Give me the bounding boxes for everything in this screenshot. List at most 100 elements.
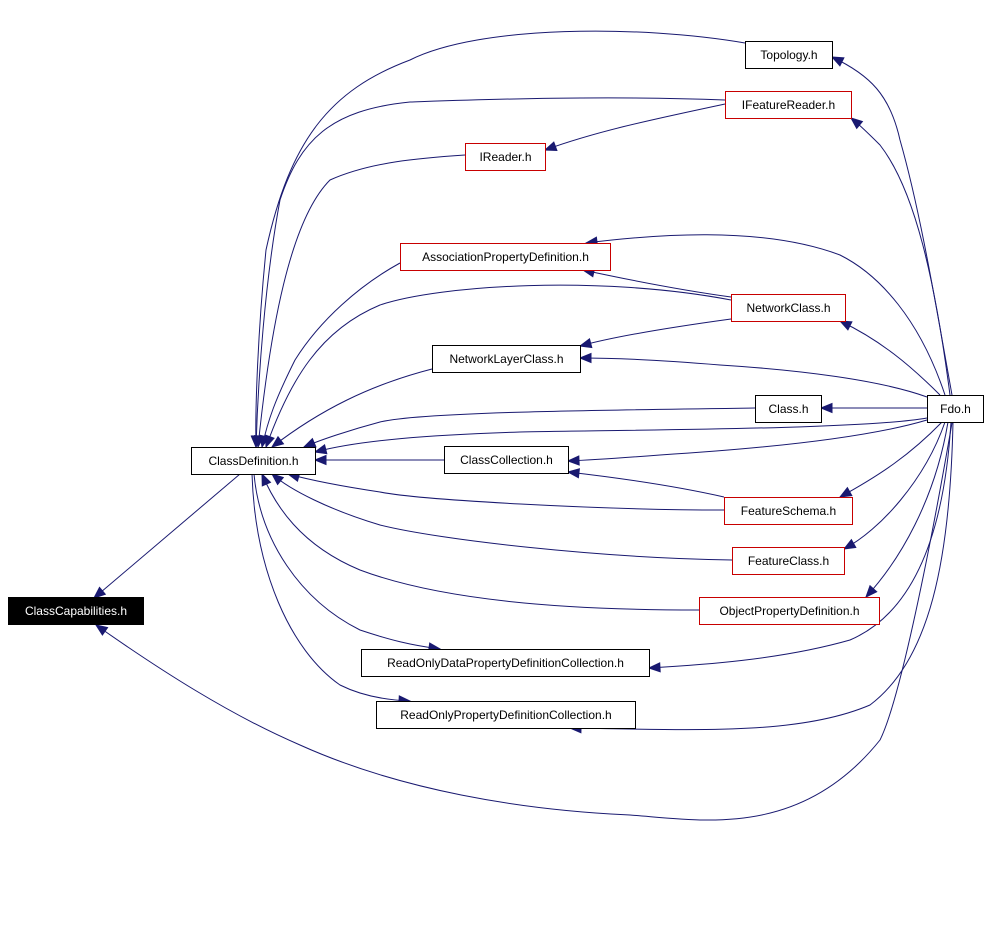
- node-label: IReader.h: [479, 150, 531, 164]
- edge-NetworkClass-to-AssociationPropertyDefinition: [581, 267, 732, 298]
- edge-line: [544, 103, 726, 151]
- node-ClassDefinition[interactable]: ClassDefinition.h: [191, 447, 316, 475]
- edge-ClassDefinition-to-ReadOnlyDataPropertyDefinitionCollection: [253, 473, 442, 653]
- edge-Fdo-to-ReadOnlyDataPropertyDefinitionCollection: [647, 421, 952, 673]
- node-IReader[interactable]: IReader.h: [465, 143, 546, 171]
- node-Fdo[interactable]: Fdo.h: [927, 395, 984, 423]
- arrowhead-icon: [819, 402, 833, 414]
- edge-Fdo-to-FeatureSchema: [838, 421, 943, 498]
- node-box: [191, 447, 316, 475]
- edge-line: [579, 318, 732, 347]
- edge-line: [582, 269, 732, 298]
- edge-line: [93, 473, 241, 599]
- node-label: ClassDefinition.h: [208, 454, 298, 468]
- node-FeatureClass[interactable]: FeatureClass.h: [732, 547, 845, 575]
- edge-NetworkClass-to-ClassDefinition: [264, 284, 732, 449]
- edge-line: [261, 473, 700, 611]
- arrowhead-icon: [838, 320, 853, 331]
- edges-layer: [92, 30, 954, 821]
- edge-line: [255, 30, 746, 448]
- edge-line: [579, 357, 928, 398]
- node-ObjectPropertyDefinition[interactable]: ObjectPropertyDefinition.h: [699, 597, 880, 625]
- edge-ClassDefinition-to-ClassCapabilities: [92, 473, 241, 599]
- node-IFeatureReader[interactable]: IFeatureReader.h: [725, 91, 852, 119]
- node-AssociationPropertyDefinition[interactable]: AssociationPropertyDefinition.h: [400, 243, 611, 271]
- node-box: [376, 701, 636, 729]
- arrowhead-icon: [92, 586, 107, 599]
- node-label: Topology.h: [760, 48, 817, 62]
- node-label: ObjectPropertyDefinition.h: [719, 604, 859, 618]
- edge-line: [95, 422, 953, 821]
- edge-Fdo-to-ObjectPropertyDefinition: [865, 421, 949, 598]
- node-label: NetworkClass.h: [746, 301, 830, 315]
- edge-line: [839, 421, 943, 498]
- edge-line: [271, 473, 733, 561]
- edge-line: [865, 421, 949, 598]
- arrowhead-icon: [849, 117, 864, 130]
- edge-line: [314, 417, 928, 453]
- edge-line: [843, 421, 946, 550]
- edge-ObjectPropertyDefinition-to-ClassDefinition: [261, 472, 700, 611]
- arrowhead-icon: [261, 472, 272, 487]
- arrowhead-icon: [865, 584, 878, 598]
- edge-Fdo-to-IFeatureReader: [849, 117, 951, 396]
- node-NetworkClass[interactable]: NetworkClass.h: [731, 294, 846, 322]
- node-ReadOnlyDataPropertyDefinitionCollection[interactable]: ReadOnlyDataPropertyDefinitionCollection…: [361, 649, 650, 677]
- arrowhead-icon: [842, 538, 857, 550]
- node-box: [444, 446, 569, 474]
- node-label: FeatureClass.h: [748, 554, 829, 568]
- node-Topology[interactable]: Topology.h: [745, 41, 833, 69]
- node-box: [731, 294, 846, 322]
- arrowhead-icon: [270, 435, 285, 448]
- edge-IFeatureReader-to-IReader: [543, 103, 726, 152]
- arrowhead-icon: [647, 662, 661, 673]
- edge-line: [255, 97, 726, 448]
- arrowhead-icon: [838, 486, 853, 498]
- edge-line: [567, 419, 928, 462]
- node-box: [725, 91, 852, 119]
- arrowhead-icon: [313, 444, 328, 455]
- node-label: Fdo.h: [940, 402, 971, 416]
- edge-FeatureSchema-to-ClassDefinition: [286, 471, 725, 511]
- edge-line: [585, 234, 946, 396]
- node-label: AssociationPropertyDefinition.h: [422, 250, 589, 264]
- arrowhead-icon: [566, 468, 580, 479]
- edge-Fdo-to-FeatureClass: [842, 421, 946, 550]
- node-label: ClassCapabilities.h: [25, 604, 127, 618]
- node-box: [732, 547, 845, 575]
- node-label: NetworkLayerClass.h: [449, 352, 563, 366]
- edge-FeatureClass-to-ClassDefinition: [270, 473, 733, 561]
- node-box: [361, 649, 650, 677]
- node-box: [432, 345, 581, 373]
- arrowhead-icon: [543, 141, 558, 152]
- edge-line: [251, 473, 411, 702]
- node-box: [745, 41, 833, 69]
- node-box: [699, 597, 880, 625]
- edge-Fdo-to-ClassCapabilities: [94, 422, 953, 821]
- node-FeatureSchema[interactable]: FeatureSchema.h: [724, 497, 853, 525]
- edge-Fdo-to-ClassDefinition: [313, 417, 928, 455]
- node-label: ReadOnlyDataPropertyDefinitionCollection…: [387, 656, 624, 670]
- edge-line: [261, 262, 401, 448]
- arrowhead-icon: [302, 437, 317, 448]
- arrowhead-icon: [578, 337, 593, 349]
- node-box: [927, 395, 984, 423]
- edge-line: [257, 154, 466, 448]
- node-ClassCollection[interactable]: ClassCollection.h: [444, 446, 569, 474]
- node-box: [724, 497, 853, 525]
- node-ReadOnlyPropertyDefinitionCollection[interactable]: ReadOnlyPropertyDefinitionCollection.h: [376, 701, 636, 729]
- edge-NetworkLayerClass-to-ClassDefinition: [270, 368, 433, 448]
- edge-Fdo-to-ReadOnlyPropertyDefinitionCollection: [568, 421, 954, 734]
- edge-AssociationPropertyDefinition-to-ClassDefinition: [259, 262, 401, 449]
- edge-FeatureSchema-to-ClassCollection: [566, 468, 725, 498]
- edge-line: [567, 471, 725, 498]
- node-label: ClassCollection.h: [460, 453, 553, 467]
- node-label: IFeatureReader.h: [742, 98, 835, 112]
- node-Class[interactable]: Class.h: [755, 395, 822, 423]
- node-NetworkLayerClass[interactable]: NetworkLayerClass.h: [432, 345, 581, 373]
- edge-Fdo-to-NetworkLayerClass: [578, 352, 928, 398]
- edge-IReader-to-ClassDefinition: [254, 154, 466, 449]
- node-box: [465, 143, 546, 171]
- node-label: FeatureSchema.h: [741, 504, 836, 518]
